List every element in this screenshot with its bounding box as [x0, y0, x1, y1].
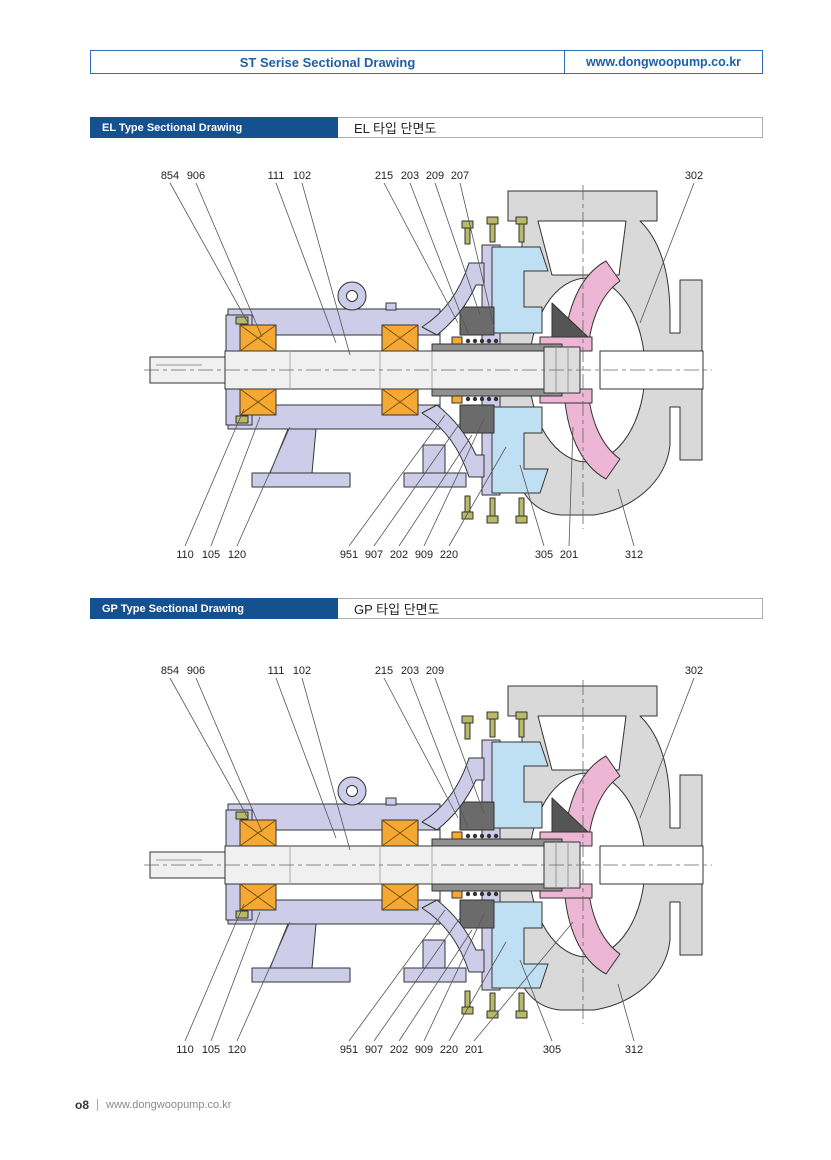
- part-number: 906: [187, 170, 205, 182]
- part-number: 312: [625, 549, 643, 561]
- part-number: 110: [176, 1044, 194, 1056]
- gp-section-badge: GP Type Sectional Drawing: [90, 598, 338, 619]
- part-number: 209: [426, 665, 444, 677]
- part-number: 909: [415, 1044, 433, 1056]
- part-number: 215: [375, 170, 393, 182]
- part-number: 201: [465, 1044, 483, 1056]
- part-number: 202: [390, 1044, 408, 1056]
- part-number: 202: [390, 549, 408, 561]
- part-number: 220: [440, 549, 458, 561]
- el-section-title: EL 타입 단면도: [338, 117, 763, 138]
- part-number: 951: [340, 549, 358, 561]
- part-number: 111: [268, 170, 285, 182]
- gp-callout-labels: 854 906 111 102 215 203 209 302 110 105 …: [161, 665, 703, 1056]
- el-leader-lines: [169, 182, 695, 547]
- part-number: 203: [401, 665, 419, 677]
- part-number: 854: [161, 170, 179, 182]
- page-header: ST Serise Sectional Drawing www.dongwoop…: [90, 50, 763, 74]
- part-number: 951: [340, 1044, 358, 1056]
- part-number: 305: [543, 1044, 561, 1056]
- page-title: ST Serise Sectional Drawing: [239, 54, 416, 70]
- header-website: www.dongwoopump.co.kr: [564, 51, 762, 73]
- part-number: 312: [625, 1044, 643, 1056]
- part-number: 906: [187, 665, 205, 677]
- part-number: 305: [535, 549, 553, 561]
- part-number: 102: [293, 665, 311, 677]
- part-number: 102: [293, 170, 311, 182]
- pump-cross-section: [143, 184, 713, 530]
- part-number: 105: [202, 1044, 220, 1056]
- part-number: 203: [401, 170, 419, 182]
- footer-divider: [97, 1099, 99, 1111]
- part-number: 209: [426, 170, 444, 182]
- part-number: 215: [375, 665, 393, 677]
- el-section-badge: EL Type Sectional Drawing: [90, 117, 338, 138]
- part-number: 120: [228, 549, 246, 561]
- part-number: 120: [228, 1044, 246, 1056]
- part-number: 111: [268, 665, 285, 677]
- part-number: 110: [176, 549, 194, 561]
- gp-section-header: GP Type Sectional Drawing GP 타입 단면도: [90, 598, 763, 619]
- part-number: 909: [415, 549, 433, 561]
- part-number: 105: [202, 549, 220, 561]
- part-number: 907: [365, 1044, 383, 1056]
- gp-section-title: GP 타입 단면도: [338, 598, 763, 619]
- part-number: 302: [685, 170, 703, 182]
- part-number: 907: [365, 549, 383, 561]
- footer-website: www.dongwoopump.co.kr: [106, 1099, 232, 1111]
- part-number: 220: [440, 1044, 458, 1056]
- el-section-header: EL Type Sectional Drawing EL 타입 단면도: [90, 117, 763, 138]
- page-number: o8: [75, 1098, 90, 1112]
- part-number: 854: [161, 665, 179, 677]
- el-sectional-drawing: 854 906 111 102 215 203 209 207 302 110 …: [143, 170, 713, 561]
- part-number: 207: [451, 170, 469, 182]
- page-footer: o8 www.dongwoopump.co.kr: [75, 1098, 231, 1112]
- part-number: 302: [685, 665, 703, 677]
- part-number: 201: [560, 549, 578, 561]
- el-callout-labels: 854 906 111 102 215 203 209 207 302 110 …: [161, 170, 703, 561]
- gp-sectional-drawing: 854 906 111 102 215 203 209 302 110 105 …: [143, 665, 713, 1056]
- pump-cross-section: [143, 679, 713, 1025]
- gp-leader-lines: [169, 677, 695, 1042]
